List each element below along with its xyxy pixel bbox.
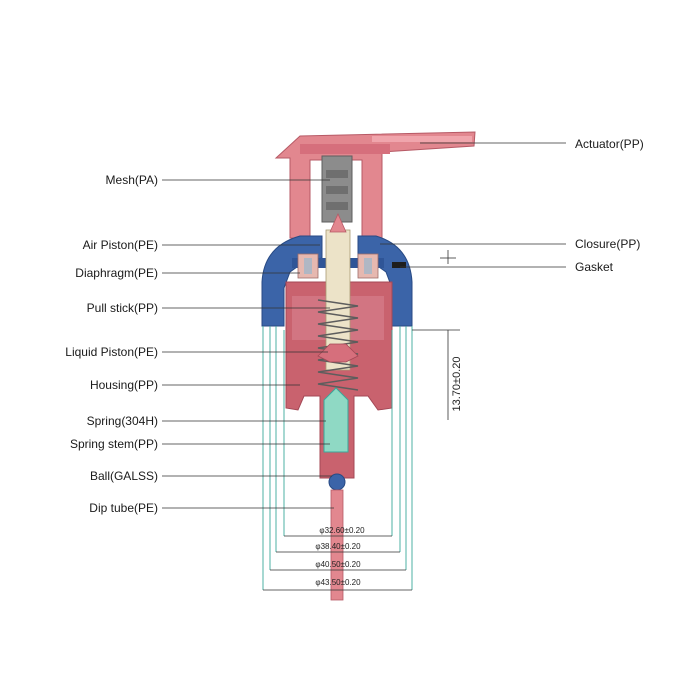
label-air-piston: Air Piston(PE) <box>83 238 158 252</box>
label-ball: Ball(GALSS) <box>90 469 158 483</box>
diameter-dimension-lines <box>263 535 412 591</box>
label-closure: Closure(PP) <box>575 237 640 251</box>
label-mesh: Mesh(PA) <box>106 173 158 187</box>
height-dimension-lines <box>412 250 460 420</box>
label-housing: Housing(PP) <box>90 378 158 392</box>
label-actuator: Actuator(PP) <box>575 137 644 151</box>
label-liquid-piston: Liquid Piston(PE) <box>65 345 158 359</box>
pump-drawing <box>261 131 476 601</box>
right-leader-lines <box>380 142 566 268</box>
label-spring-stem: Spring stem(PP) <box>70 437 158 451</box>
diameter-38-40-label: φ38.40±0.20 <box>315 542 361 551</box>
actuator-part <box>274 131 476 239</box>
height-13-70-label: 13.70±0.20 <box>451 357 463 412</box>
diameter-40-50-label: φ40.50±0.20 <box>315 560 361 569</box>
gasket-part <box>392 262 406 268</box>
dimension-extension-lines <box>262 326 413 590</box>
label-diaphragm: Diaphragm(PE) <box>75 266 158 280</box>
mesh-part <box>321 155 353 223</box>
label-pull-stick: Pull stick(PP) <box>87 301 158 315</box>
spring-stem-part <box>323 387 349 453</box>
liquid-piston-part <box>317 343 359 363</box>
dip-tube-part <box>330 489 344 601</box>
label-gasket: Gasket <box>575 260 614 274</box>
label-dip-tube: Dip tube(PE) <box>89 501 158 515</box>
air-piston-part <box>297 253 379 279</box>
left-leader-lines <box>162 179 334 509</box>
label-spring: Spring(304H) <box>87 414 158 428</box>
diameter-32-60-label: φ32.60±0.20 <box>319 526 365 535</box>
diameter-43-50-label: φ43.50±0.20 <box>315 578 361 587</box>
